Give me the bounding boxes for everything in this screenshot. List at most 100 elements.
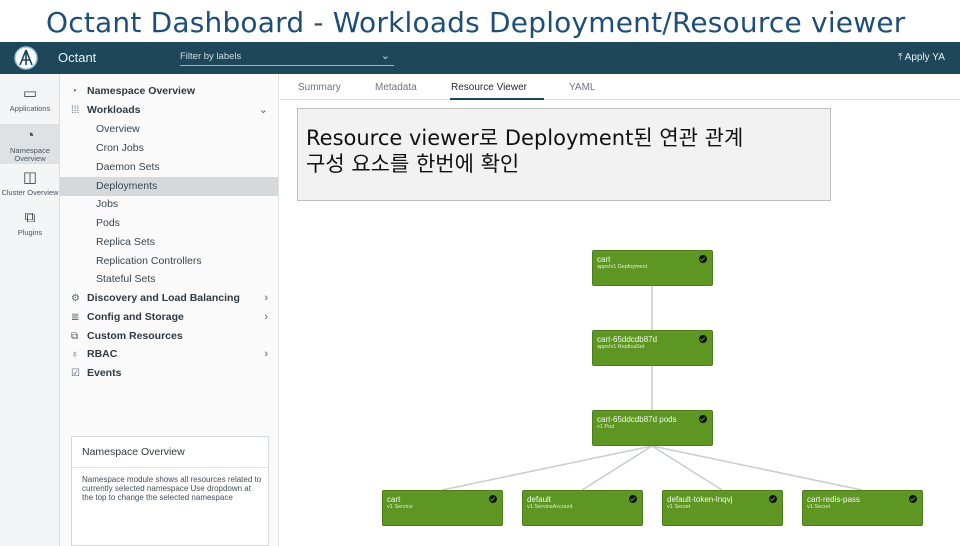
nav-events[interactable]: ☑ Events bbox=[60, 364, 278, 383]
status-ok-icon bbox=[699, 415, 707, 423]
callout-line-2: 구성 요소를 한번에 확인 bbox=[306, 152, 520, 176]
tab-summary[interactable]: Summary bbox=[298, 82, 341, 93]
node-name: cart-redis-pass bbox=[807, 495, 860, 504]
status-ok-icon bbox=[699, 335, 707, 343]
label-filter-dropdown[interactable]: Filter by labels ⌄ bbox=[180, 48, 394, 66]
node-serviceaccount[interactable]: default v1 ServiceAccount bbox=[522, 490, 643, 526]
filter-placeholder: Filter by labels bbox=[180, 51, 242, 62]
nav-item-jobs[interactable]: Jobs bbox=[96, 198, 119, 210]
nav-label: Events bbox=[87, 367, 122, 379]
network-icon: ⚙ bbox=[71, 293, 80, 304]
cluster-icon: ◫ bbox=[22, 169, 38, 186]
edge bbox=[651, 445, 723, 491]
node-name: default bbox=[527, 495, 552, 504]
tab-yaml[interactable]: YAML bbox=[569, 82, 596, 93]
rail-item-namespace-overview[interactable]: ◔ Namespace Overview bbox=[0, 124, 60, 164]
nav-label: RBAC bbox=[87, 348, 118, 360]
nav-item-stateful-sets[interactable]: Stateful Sets bbox=[96, 273, 156, 285]
node-kind: apps/v1 Deployment bbox=[597, 264, 648, 270]
tab-metadata[interactable]: Metadata bbox=[375, 82, 417, 93]
nav-item-pods[interactable]: Pods bbox=[96, 217, 120, 229]
nav-custom-resources[interactable]: ⧉ Custom Resources bbox=[60, 327, 278, 346]
upload-icon: ⤒ bbox=[898, 52, 903, 63]
status-ok-icon bbox=[489, 495, 497, 503]
nav-workloads[interactable]: ⁞⁞⁞ Workloads ⌄ bbox=[60, 101, 278, 120]
rail-label: Plugins bbox=[17, 228, 43, 237]
node-name: cart bbox=[387, 495, 401, 504]
resource-tabs: Summary Metadata Resource Viewer YAML bbox=[280, 74, 960, 100]
active-tab-indicator bbox=[450, 98, 544, 100]
octant-logo-icon[interactable] bbox=[12, 45, 40, 71]
help-panel: Namespace Overview Namespace module show… bbox=[71, 436, 269, 546]
callout-line-1: Resource viewer로 Deployment된 연관 관계 bbox=[306, 126, 744, 150]
node-kind: v1 ServiceAccount bbox=[527, 504, 573, 510]
nav-discovery-load-balancing[interactable]: ⚙ Discovery and Load Balancing › bbox=[60, 289, 278, 308]
status-ok-icon bbox=[629, 495, 637, 503]
node-name: cart bbox=[597, 255, 611, 264]
app-name[interactable]: Octant bbox=[58, 50, 97, 65]
node-pods[interactable]: cart-65ddcdb87d pods v1 Pod bbox=[592, 410, 713, 446]
nav-label: Workloads bbox=[87, 104, 141, 116]
chevron-down-icon: ⌄ bbox=[380, 50, 390, 62]
nav-item-daemon-sets[interactable]: Daemon Sets bbox=[96, 161, 160, 173]
applications-icon: ▭ bbox=[22, 85, 38, 102]
node-name: default-token-lnqvj bbox=[667, 495, 733, 504]
node-replicaset[interactable]: cart-65ddcdb87d apps/v1 ReplicaSet bbox=[592, 330, 713, 366]
rail-item-applications[interactable]: ▭ Applications bbox=[0, 86, 60, 122]
rail-label: Namespace Overview bbox=[9, 146, 51, 163]
apply-yaml-button[interactable]: ⤒ Apply YA bbox=[898, 52, 945, 63]
rail-item-cluster-overview[interactable]: ◫ Cluster Overview bbox=[0, 170, 60, 204]
node-name: cart-65ddcdb87d pods bbox=[597, 415, 677, 424]
storage-icon: ≣ bbox=[71, 312, 80, 323]
nav-item-cron-jobs[interactable]: Cron Jobs bbox=[96, 142, 144, 154]
nav-label: Namespace Overview bbox=[87, 85, 195, 97]
node-kind: v1 Pod bbox=[597, 424, 615, 430]
rail-label: Cluster Overview bbox=[1, 188, 59, 197]
chevron-down-icon: ⌄ bbox=[258, 104, 268, 116]
slide-title: Octant Dashboard - Workloads Deployment/… bbox=[46, 6, 906, 39]
edge bbox=[581, 445, 653, 491]
node-service[interactable]: cart v1 Service bbox=[382, 490, 503, 526]
help-title: Namespace Overview bbox=[82, 446, 185, 458]
node-kind: v1 Service bbox=[387, 504, 413, 510]
rail-item-plugins[interactable]: ⧉ Plugins bbox=[0, 210, 60, 240]
nav-namespace-overview[interactable]: ◔ Namespace Overview bbox=[60, 82, 278, 101]
chevron-right-icon: › bbox=[264, 348, 268, 360]
edge bbox=[441, 445, 653, 491]
top-bar: Octant Filter by labels ⌄ ⤒ Apply YA bbox=[0, 42, 960, 74]
nav-label: Config and Storage bbox=[87, 311, 184, 323]
calendar-check-icon: ☑ bbox=[71, 368, 80, 379]
node-kind: v1 Secret bbox=[667, 504, 691, 510]
apply-label: Apply YA bbox=[904, 52, 945, 63]
nav-config-storage[interactable]: ≣ Config and Storage › bbox=[60, 308, 278, 327]
graph-edges bbox=[441, 286, 863, 491]
dashboard-gauge-icon: ◔ bbox=[25, 127, 35, 144]
nav-item-deployments[interactable]: Deployments bbox=[60, 177, 278, 196]
annotation-callout: Resource viewer로 Deployment된 연관 관계 구성 요소… bbox=[297, 108, 831, 201]
node-kind: v1 Secret bbox=[807, 504, 831, 510]
node-kind: apps/v1 ReplicaSet bbox=[597, 344, 645, 350]
tab-resource-viewer[interactable]: Resource Viewer bbox=[451, 82, 527, 93]
module-rail: ▭ Applications ◔ Namespace Overview ◫ Cl… bbox=[0, 74, 60, 546]
node-secret-token[interactable]: default-token-lnqvj v1 Secret bbox=[662, 490, 783, 526]
status-ok-icon bbox=[909, 495, 917, 503]
node-deployment[interactable]: cart apps/v1 Deployment bbox=[592, 250, 713, 286]
nav-rbac[interactable]: ♁ RBAC › bbox=[60, 345, 278, 364]
users-icon: ♁ bbox=[71, 349, 79, 360]
chevron-right-icon: › bbox=[264, 311, 268, 323]
help-body: Namespace module shows all resources rel… bbox=[82, 475, 262, 502]
nav-item-replication-controllers[interactable]: Replication Controllers bbox=[96, 255, 202, 267]
nav-item-overview[interactable]: Overview bbox=[96, 123, 140, 135]
node-secret-redis[interactable]: cart-redis-pass v1 Secret bbox=[802, 490, 923, 526]
nav-label: Custom Resources bbox=[87, 330, 183, 342]
status-ok-icon bbox=[699, 255, 707, 263]
status-ok-icon bbox=[769, 495, 777, 503]
nav-item-replica-sets[interactable]: Replica Sets bbox=[96, 236, 155, 248]
edge bbox=[651, 445, 863, 491]
divider bbox=[72, 467, 268, 468]
nav-label: Discovery and Load Balancing bbox=[87, 292, 240, 304]
chevron-right-icon: › bbox=[264, 292, 268, 304]
puzzle-icon: ⧉ bbox=[24, 209, 36, 226]
resource-graph: cart apps/v1 Deployment cart-65ddcdb87d … bbox=[280, 200, 960, 546]
grid-dots-icon: ⁞⁞⁞ bbox=[71, 105, 80, 116]
